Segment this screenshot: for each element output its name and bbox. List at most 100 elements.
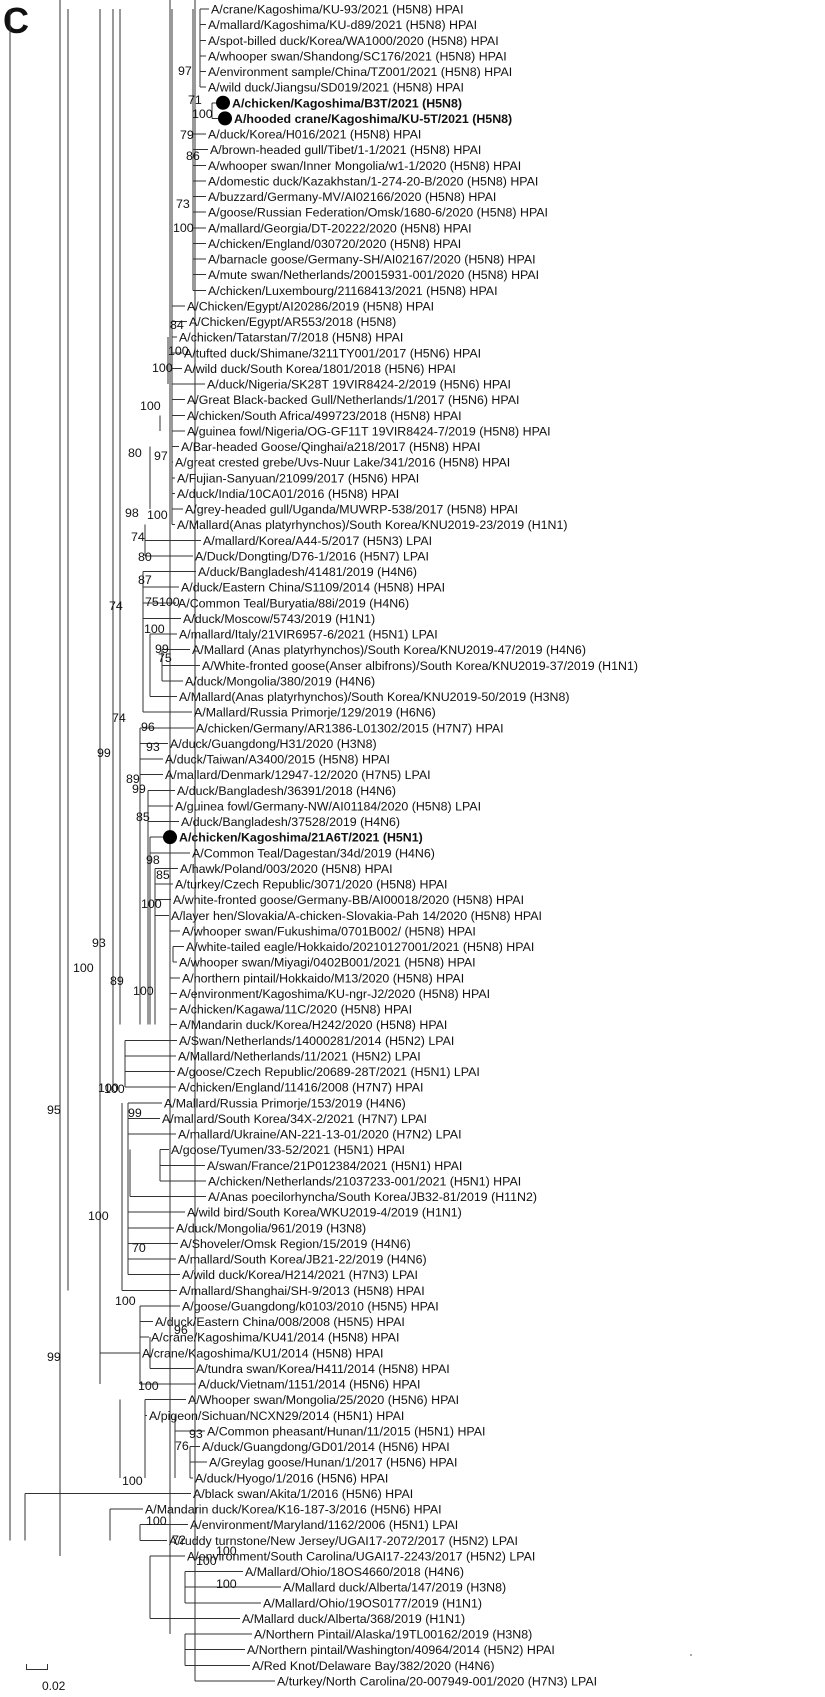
leaf-label: A/duck/Eastern China/S1109/2014 (H5N8) H… xyxy=(181,581,445,595)
bootstrap-value: 99 xyxy=(128,1106,142,1120)
bootstrap-value: 79 xyxy=(180,128,194,142)
bootstrap-value: 95 xyxy=(47,1103,61,1117)
leaf-label: A/duck/Moscow/5743/2019 (H1N1) xyxy=(183,612,375,626)
bootstrap-value: 100 xyxy=(159,595,180,609)
leaf-label: A/great crested grebe/Uvs-Nuur Lake/341/… xyxy=(175,456,510,470)
leaf-label: A/crane/Kagoshima/KU41/2014 (H5N8) HPAI xyxy=(151,1331,399,1345)
bootstrap-value: 100 xyxy=(216,1577,237,1591)
bootstrap-value: 100 xyxy=(140,399,161,413)
bootstrap-value: 100 xyxy=(192,107,213,121)
leaf-label: A/brown-headed gull/Tibet/1-1/2021 (H5N8… xyxy=(210,143,481,157)
bootstrap-value: 80 xyxy=(128,446,142,460)
leaf-label: A/Mandarin duck/Korea/K16-187-3/2016 (H5… xyxy=(145,1503,442,1517)
leaf-label: A/duck/Mongolia/961/2019 (H3N8) xyxy=(176,1221,366,1235)
bootstrap-value: 85 xyxy=(156,868,170,882)
bootstrap-value: 100 xyxy=(138,1379,159,1393)
leaf-label: A/Red Knot/Delaware Bay/382/2020 (H4N6) xyxy=(252,1659,494,1673)
leaf-label: A/Chicken/Egypt/AI20286/2019 (H5N8) HPAI xyxy=(187,299,434,313)
leaf-label: A/crane/Kagoshima/KU1/2014 (H5N8) HPAI xyxy=(142,1346,384,1360)
bootstrap-value: 93 xyxy=(92,936,106,950)
leaf-label: A/mallard/Kagoshima/KU-d89/2021 (H5N8) H… xyxy=(208,18,477,32)
leaf-label: A/Common Teal/Dagestan/34d/2019 (H4N6) xyxy=(192,846,435,860)
bootstrap-value: 96 xyxy=(174,1323,188,1337)
leaf-labels: A/crane/Kagoshima/KU-93/2021 (H5N8) HPAI… xyxy=(142,3,638,1689)
leaf-label: A/hawk/Poland/003/2020 (H5N8) HPAI xyxy=(180,862,393,876)
leaf-label: A/Northern Pintail/Alaska/19TL00162/2019… xyxy=(254,1628,532,1642)
highlight-marker xyxy=(218,111,232,126)
bootstrap-value: 100 xyxy=(168,344,189,358)
leaf-label: A/grey-headed gull/Uganda/MUWRP-538/2017… xyxy=(185,503,518,517)
bootstrap-value: 76 xyxy=(175,1439,189,1453)
leaf-label: A/environment/Kagoshima/KU-ngr-J2/2020 (… xyxy=(179,987,490,1001)
leaf-label: A/duck/India/10CA01/2016 (H5N8) HPAI xyxy=(177,487,399,501)
leaf-label: A/whooper swan/Miyagi/0402B001/2021 (H5N… xyxy=(179,956,476,970)
leaf-label: A/environment sample/China/TZ001/2021 (H… xyxy=(208,65,512,79)
leaf-label: A/Duck/Dongting/D76-1/2016 (H5N7) LPAI xyxy=(195,549,429,563)
bootstrap-value: 74 xyxy=(112,711,126,725)
scale-bar-line xyxy=(26,1664,48,1670)
bootstrap-value: 93 xyxy=(146,740,160,754)
leaf-label: A/turkey/North Carolina/20-007949-001/20… xyxy=(277,1675,597,1689)
leaf-label: A/Great Black-backed Gull/Netherlands/1/… xyxy=(187,393,519,407)
leaf-label: A/mallard/South Korea/JB21-22/2019 (H4N6… xyxy=(178,1253,427,1267)
leaf-label: A/Northern pintail/Washington/40964/2014… xyxy=(247,1643,555,1657)
leaf-label: A/domestic duck/Kazakhstan/1-274-20-B/20… xyxy=(208,174,538,188)
bootstrap-value: 98 xyxy=(125,506,139,520)
leaf-label: A/Common pheasant/Hunan/11/2015 (H5N1) H… xyxy=(207,1424,485,1438)
leaf-label: A/whooper swan/Inner Mongolia/w1-1/2020 … xyxy=(208,159,521,173)
tree-branches xyxy=(9,0,281,1682)
leaf-label: A/goose/Guangdong/k0103/2010 (H5N5) HPAI xyxy=(182,1299,439,1313)
bootstrap-value: 74 xyxy=(109,599,123,613)
leaf-label: A/wild duck/Jiangsu/SD019/2021 (H5N8) HP… xyxy=(208,81,464,95)
leaf-label: A/Anas poecilorhyncha/South Korea/JB32-8… xyxy=(208,1190,537,1204)
leaf-label: A/chicken/England/11416/2008 (H7N7) HPAI xyxy=(178,1081,423,1095)
leaf-label: A/duck/Guangdong/GD01/2014 (H5N6) HPAI xyxy=(202,1440,450,1454)
bootstrap-value: 99 xyxy=(47,1350,61,1364)
bootstrap-value: 100 xyxy=(115,1294,136,1308)
bootstrap-value: 99 xyxy=(132,782,146,796)
leaf-label: A/goose/Tyumen/33-52/2021 (H5N1) HPAI xyxy=(171,1143,405,1157)
bootstrap-value: 98 xyxy=(146,853,160,867)
leaf-label: A/Mallard/Russia Primorje/153/2019 (H4N6… xyxy=(164,1096,406,1110)
leaf-label: A/guinea fowl/Germany-NW/AI01184/2020 (H… xyxy=(175,799,481,813)
leaf-label: A/duck/Bangladesh/41481/2019 (H4N6) xyxy=(198,565,417,579)
leaf-label: A/Fujian-Sanyuan/21099/2017 (H5N6) HPAI xyxy=(177,471,419,485)
leaf-label: A/spot-billed duck/Korea/WA1000/2020 (H5… xyxy=(208,34,499,48)
leaf-label: A/duck/Taiwan/A3400/2015 (H5N8) HPAI xyxy=(165,753,390,767)
leaf-label: A/Greylag goose/Hunan/1/2017 (H5N6) HPAI xyxy=(209,1456,457,1470)
leaf-label: A/pigeon/Sichuan/NCXN29/2014 (H5N1) HPAI xyxy=(149,1409,404,1423)
bootstrap-value: 74 xyxy=(131,530,145,544)
leaf-label: A/Chicken/Egypt/AR553/2018 (H5N8) xyxy=(189,315,396,329)
bootstrap-value: 97 xyxy=(178,64,192,78)
leaf-label: A/turkey/Czech Republic/3071/2020 (H5N8)… xyxy=(175,878,448,892)
leaf-label: A/chicken/Kagawa/11C/2020 (H5N8) HPAI xyxy=(179,1003,412,1017)
leaf-label: A/duck/Mongolia/380/2019 (H4N6) xyxy=(185,674,375,688)
bootstrap-value: 100 xyxy=(141,897,162,911)
highlight-markers xyxy=(163,95,232,845)
leaf-label: A/wild bird/South Korea/WKU2019-4/2019 (… xyxy=(187,1206,462,1220)
leaf-label: A/whooper swan/Shandong/SC176/2021 (H5N8… xyxy=(208,49,507,63)
leaf-label: A/Mallard(Anas platyrhynchos)/South Kore… xyxy=(179,690,570,704)
highlight-marker xyxy=(216,95,230,110)
bootstrap-value: 84 xyxy=(170,318,184,332)
leaf-label: A/Mandarin duck/Korea/H242/2020 (H5N8) H… xyxy=(179,1018,447,1032)
leaf-label: A/mallard/Georgia/DT-20222/2020 (H5N8) H… xyxy=(208,221,472,235)
leaf-label: A/Swan/Netherlands/14000281/2014 (H5N2) … xyxy=(179,1034,454,1048)
leaf-label: A/duck/Bangladesh/37528/2019 (H4N6) xyxy=(181,815,400,829)
leaf-label: A/swan/France/21P012384/2021 (H5N1) HPAI xyxy=(207,1159,462,1173)
leaf-label: A/duck/Bangladesh/36391/2018 (H4N6) xyxy=(177,784,396,798)
bootstrap-value: 80 xyxy=(138,550,152,564)
bootstrap-value: 100 xyxy=(152,361,173,375)
bootstrap-value: 97 xyxy=(154,449,168,463)
bootstrap-value: 96 xyxy=(141,720,155,734)
leaf-label: A/mallard/Ukraine/AN-221-13-01/2020 (H7N… xyxy=(178,1128,462,1142)
leaf-label: A/wild duck/Korea/H214/2021 (H7N3) LPAI xyxy=(182,1268,418,1282)
leaf-label: A/Mallard/Ohio/18OS4660/2018 (H4N6) xyxy=(245,1565,464,1579)
leaf-label: A/chicken/Luxembourg/21168413/2021 (H5N8… xyxy=(208,284,498,298)
leaf-label: A/chicken/Tatarstan/7/2018 (H5N8) HPAI xyxy=(179,331,403,345)
leaf-label: A/Bar-headed Goose/Qinghai/a218/2017 (H5… xyxy=(181,440,480,454)
leaf-label: A/chicken/England/030720/2020 (H5N8) HPA… xyxy=(208,237,461,251)
bootstrap-value: 100 xyxy=(196,1554,217,1568)
bootstrap-value: 87 xyxy=(138,573,152,587)
bootstrap-value: 100 xyxy=(98,1081,119,1095)
